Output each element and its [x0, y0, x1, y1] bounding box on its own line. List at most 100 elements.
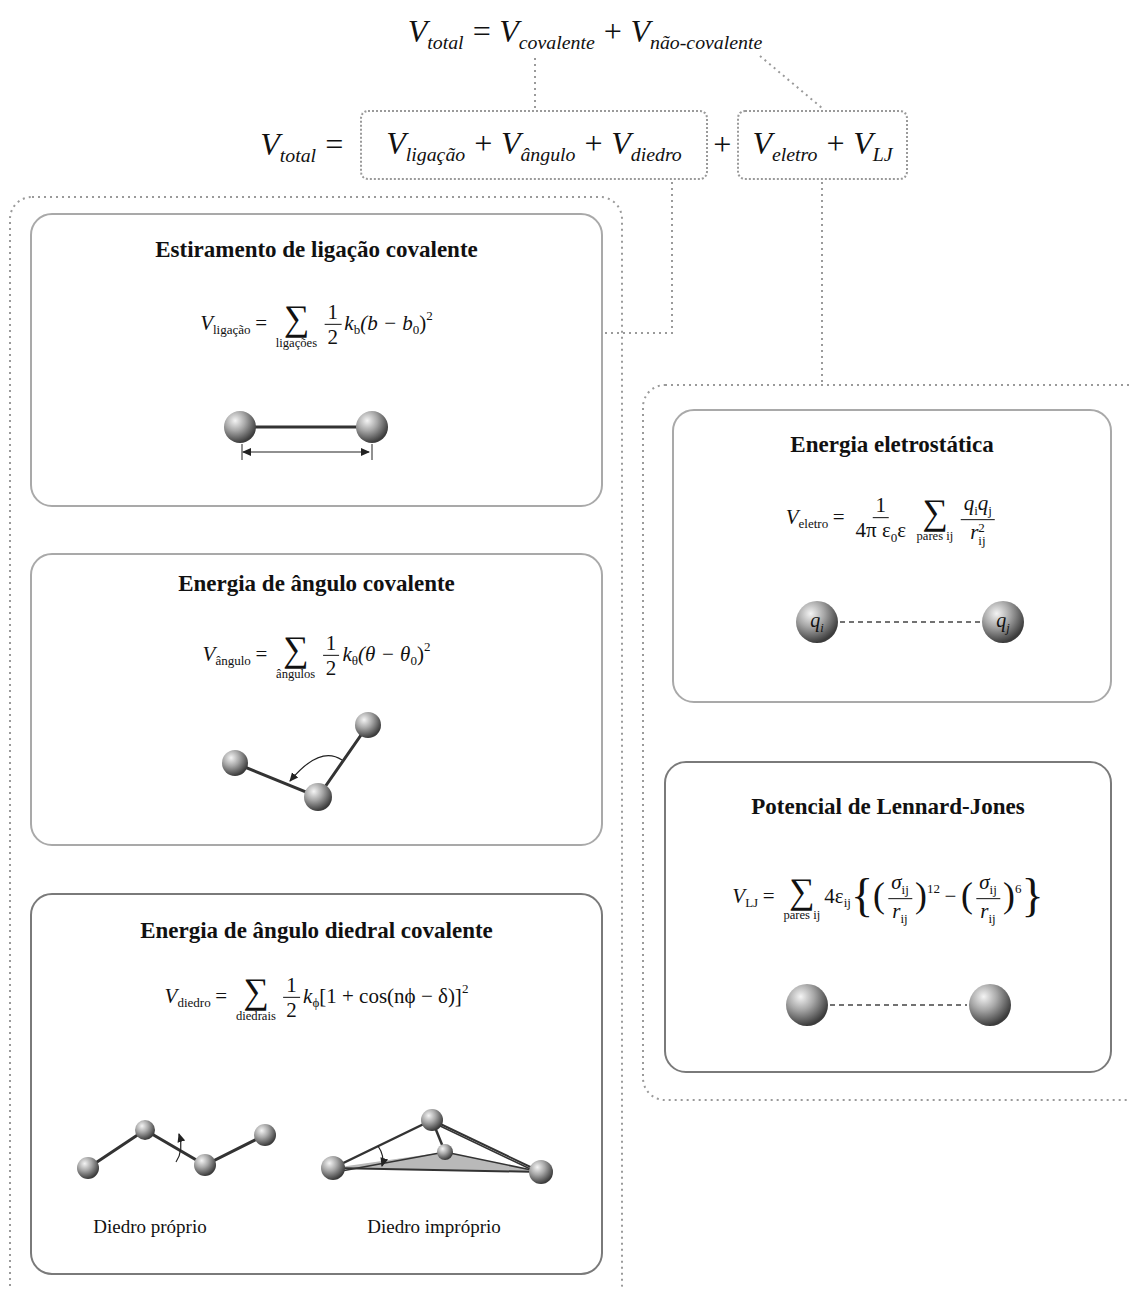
- formula-token: 1: [876, 493, 887, 517]
- formula-token: diedro: [177, 995, 210, 1010]
- term-box: Estiramento de ligação covalenteVligação…: [30, 213, 603, 507]
- formula-token: ij: [902, 882, 909, 897]
- text-block: Diedro próprio: [93, 1216, 206, 1239]
- formula-token: V: [260, 126, 280, 162]
- formula-token: 1: [286, 973, 297, 997]
- text-block: Vângulo=∑ângulos12kθ(θ − θ0)2: [203, 631, 431, 681]
- formula-token: ): [419, 311, 426, 335]
- numerator: 1: [872, 493, 889, 518]
- formula-token: 2: [462, 981, 469, 996]
- term-box: Energia de ângulo covalenteVângulo=∑ângu…: [30, 553, 603, 846]
- denominator: rij: [977, 899, 999, 926]
- formula-token: pares ij: [783, 910, 820, 923]
- formula-token: =: [215, 984, 227, 1008]
- sum-symbol: ∑pares ij: [783, 874, 820, 922]
- formula-token: b: [354, 322, 361, 337]
- formula-token: 0: [891, 530, 898, 545]
- formula-token: ∑: [922, 495, 947, 531]
- formula-token: i: [974, 503, 978, 518]
- formula-token: V: [611, 125, 631, 161]
- formula-token: 2: [978, 521, 985, 534]
- formula-token: eletro: [772, 143, 818, 165]
- noncovalent-region: [643, 385, 1129, 1100]
- proper-dihedral-illustration: [77, 1120, 276, 1179]
- denominator: rij: [889, 899, 911, 926]
- charge-pair-illustration: [796, 601, 1024, 643]
- formula-token: σ: [979, 870, 989, 894]
- formula-token: Estiramento de ligação covalente: [155, 237, 478, 262]
- formula-token: +: [711, 126, 733, 162]
- formula-token: {: [851, 870, 873, 921]
- text-block: Vligação=∑ligações12kb(b − b0)2: [200, 300, 433, 350]
- formula-token: ∑: [789, 874, 814, 910]
- formula-token: +: [583, 125, 605, 161]
- formula-token: j: [988, 503, 992, 518]
- formula-token: 2: [286, 998, 297, 1022]
- formula-token: 2: [426, 308, 433, 323]
- sub-sup: 2ij: [978, 521, 985, 547]
- lj-pair-illustration: [786, 984, 1011, 1026]
- text-block: Vligação+Vângulo+Vdiedro: [386, 124, 682, 167]
- numerator: qiqj: [961, 491, 996, 520]
- denominator: r2ij: [967, 520, 989, 547]
- bond-illustration: [224, 411, 388, 460]
- formula-token: diedro: [631, 143, 682, 165]
- text-block: Energia de ângulo covalente: [178, 570, 455, 598]
- formula-token: r: [970, 520, 978, 544]
- numerator: 1: [283, 973, 300, 998]
- formula-token: V: [752, 125, 772, 161]
- sum-symbol: ∑diedrais: [236, 974, 276, 1022]
- formula-token: =: [255, 642, 267, 666]
- denominator: 4π ε0ε: [852, 518, 909, 545]
- equation: +: [711, 125, 733, 163]
- formula-token: 12: [927, 881, 940, 896]
- formula-token: ligação: [406, 143, 465, 165]
- formula-token: ij: [844, 895, 851, 910]
- term-box: Energia eletrostáticaVeletro=14π ε0ε∑par…: [672, 409, 1112, 703]
- formula-token: [1 + cos(nϕ − δ)]: [319, 984, 462, 1008]
- formula-token: V: [786, 505, 799, 529]
- formula-token: (: [873, 875, 885, 915]
- formula-token: V: [386, 125, 406, 161]
- formula-token: σ: [891, 870, 901, 894]
- formula-token: ): [417, 642, 424, 666]
- formula-token: k: [303, 984, 312, 1008]
- formula-token: ij: [989, 910, 996, 925]
- formula-token: =: [255, 311, 267, 335]
- formula-token: ij: [990, 882, 997, 897]
- formula-token: V: [499, 13, 519, 49]
- formula-token: +: [472, 125, 494, 161]
- denominator: 2: [324, 325, 341, 350]
- formula-token: ij: [900, 910, 907, 925]
- formula-token: θ: [352, 653, 358, 668]
- fraction: 12: [283, 973, 300, 1023]
- formula-token: 0: [410, 653, 417, 668]
- formula-token: Energia eletrostática: [790, 432, 993, 457]
- formula-token: Diedro próprio: [93, 1216, 206, 1237]
- formula-token: ligações: [276, 337, 317, 350]
- formula-token: }: [1022, 870, 1044, 921]
- leader-lines: [535, 56, 822, 385]
- fraction: σijrij: [976, 870, 1000, 926]
- formula-token: ): [1003, 875, 1015, 915]
- formula-token: 4π ε: [856, 518, 891, 542]
- formula-token: ângulo: [215, 653, 250, 668]
- denominator: 2: [283, 998, 300, 1023]
- formula-token: ∑: [243, 974, 268, 1010]
- formula-token: (θ − θ: [358, 642, 410, 666]
- formula-token: j: [1006, 621, 1009, 635]
- text-block: Energia eletrostática: [790, 431, 993, 459]
- formula-token: V: [165, 984, 178, 1008]
- formula-token: q: [964, 491, 975, 515]
- term-group: Veletro+VLJ: [737, 110, 908, 180]
- formula-token: V: [501, 125, 521, 161]
- formula-token: =: [833, 505, 845, 529]
- numerator: 1: [323, 631, 340, 656]
- text-block: Vdiedro=∑diedrais12kϕ[1 + cos(nϕ − δ)]2: [165, 973, 469, 1023]
- formula-token: ∑: [284, 301, 309, 337]
- formula-token: ligação: [213, 322, 251, 337]
- sum-symbol: ∑pares ij: [917, 495, 954, 543]
- fraction: σijrij: [888, 870, 912, 926]
- formula-token: ângulo: [520, 143, 575, 165]
- formula-token: 0: [413, 322, 420, 337]
